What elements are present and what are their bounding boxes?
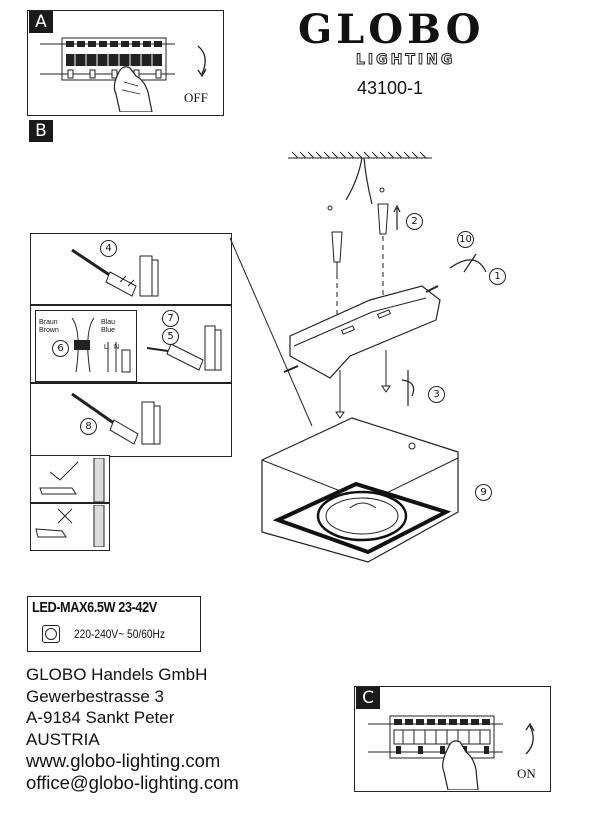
screwdriver-icon	[71, 392, 161, 445]
check-mark-icon	[39, 458, 105, 502]
breaker-panel-icon	[40, 37, 175, 112]
step-4-marker: 4	[100, 240, 117, 257]
company-country: AUSTRIA	[26, 729, 100, 749]
insertion-divider	[30, 502, 109, 504]
wire-brown-label: Braun Brown	[39, 319, 59, 334]
address-block: GLOBO Handels GmbH Gewerbestrasse 3 A-91…	[26, 664, 239, 793]
step-2-marker: 2	[406, 213, 423, 230]
terminal-block-icon	[71, 248, 159, 297]
step-6-marker: 6	[52, 340, 69, 357]
wire-legend-icon	[71, 317, 131, 373]
spec-box: LED-MAX6.5W 23-42V 220-240V~ 50/60Hz	[27, 596, 201, 652]
section-c-label: C	[356, 687, 380, 709]
lamp-fixture	[261, 417, 459, 563]
wire-n-label: N	[114, 344, 120, 351]
step-10-marker: 10	[457, 231, 474, 248]
model-number: 43100-1	[357, 78, 424, 98]
wiring-divider-1	[30, 304, 231, 306]
mounting-diagram	[283, 151, 487, 419]
rotate-arrow-up-icon	[525, 722, 535, 755]
spec-voltage: 220-240V~ 50/60Hz	[74, 627, 166, 641]
step-9-marker: 9	[475, 484, 492, 501]
cross-mark-icon	[35, 505, 105, 547]
brand-logo: GLOBO	[298, 6, 485, 53]
on-label: ON	[517, 766, 536, 781]
step-7-marker: 7	[162, 310, 179, 327]
company-website[interactable]: www.globo-lighting.com	[26, 750, 221, 771]
screw-left	[335, 370, 345, 419]
off-label: OFF	[184, 90, 208, 105]
screw-right	[381, 350, 391, 393]
connector-line	[229, 237, 313, 427]
company-name: GLOBO Handels GmbH	[26, 665, 208, 684]
step-5-marker: 5	[162, 328, 179, 345]
brand-sub: LIGHTING	[355, 52, 456, 69]
rotate-arrow-icon	[197, 45, 207, 78]
company-email[interactable]: office@globo-lighting.com	[26, 771, 239, 793]
step-1-marker: 1	[489, 268, 506, 285]
transformer-symbol-icon	[42, 625, 60, 643]
wiring-divider-2	[30, 382, 231, 384]
wire-blue-label: Blau Blue	[101, 319, 116, 334]
breaker-panel-on-icon	[368, 715, 503, 790]
mounting-bracket	[289, 285, 441, 379]
company-street: Gewerbestrasse 3	[26, 686, 164, 706]
wall-plug-left	[331, 231, 343, 274]
section-a-label: A	[29, 11, 53, 33]
step-3-marker: 3	[428, 386, 445, 403]
spec-title: LED-MAX6.5W 23-42V	[32, 599, 157, 616]
section-b-label: B	[29, 120, 53, 142]
wire-l-label: L	[104, 344, 108, 351]
company-city: A-9184 Sankt Peter	[26, 708, 175, 727]
step-8-marker: 8	[80, 418, 97, 435]
terminal-connection-icon	[146, 325, 222, 371]
wall-plug-right	[377, 203, 389, 235]
